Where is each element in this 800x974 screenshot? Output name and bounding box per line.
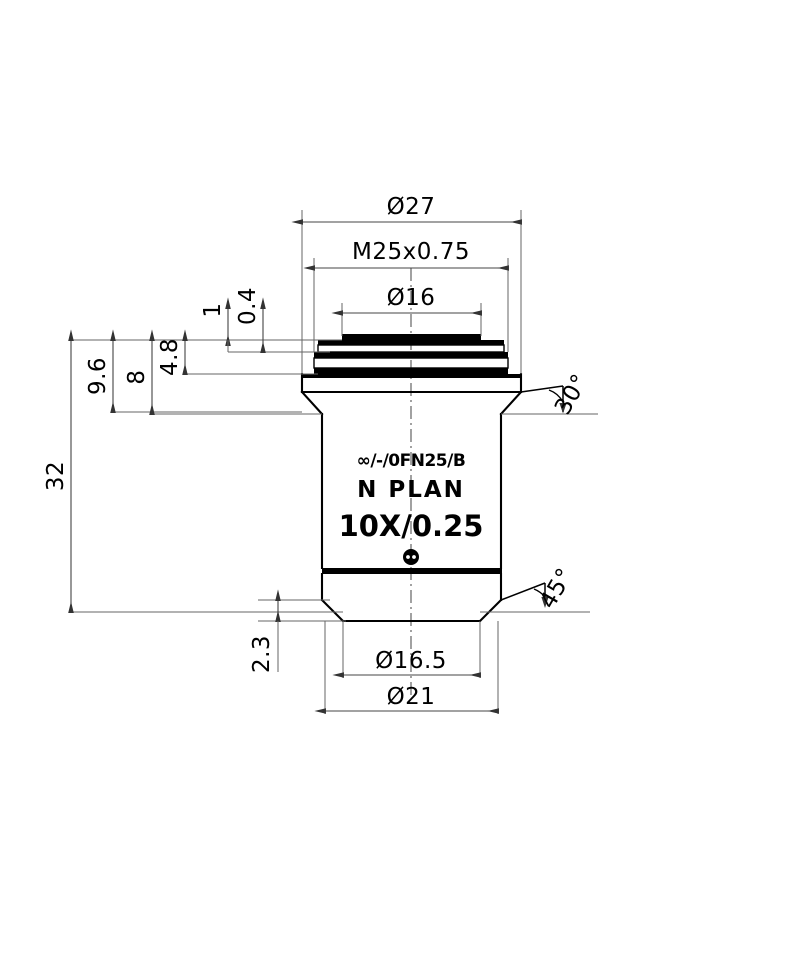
- dimension-len8: 8: [124, 329, 155, 415]
- dimension-len96: 9.6: [85, 329, 116, 413]
- main-barrel-sides: [320, 412, 503, 570]
- chamfer-45deg: [320, 598, 503, 623]
- dimension-thread-m25: M25x0.75: [303, 239, 509, 352]
- len8-label: 8: [124, 369, 150, 384]
- dia21-label: Ø21: [387, 684, 436, 710]
- ang45-arc: [533, 588, 546, 598]
- dimension-dia21: Ø21: [314, 621, 499, 714]
- engraving-line-series: N PLAN: [357, 477, 465, 503]
- flange-sides: [300, 372, 523, 394]
- barrel-engraving-group: ∞/-/0FN25/B N PLAN 10X/0.25: [339, 451, 484, 565]
- left-extension-lines: [71, 339, 346, 622]
- ang30-arc: [548, 389, 564, 403]
- len04-label: 0.4: [235, 287, 261, 325]
- color-ring-dot-right-icon: [412, 555, 416, 559]
- dia165-label: Ø16.5: [375, 648, 447, 674]
- thread-band-1: [318, 340, 504, 345]
- lens-body-geometry: [300, 334, 523, 623]
- len32-label: 32: [43, 461, 69, 491]
- ang45-label: 45°: [535, 564, 579, 614]
- len48-label: 4.8: [157, 338, 183, 376]
- color-ring-marker-icon: [403, 549, 419, 565]
- ang45-leader: [500, 582, 546, 601]
- flange-top-edge: [302, 374, 521, 378]
- top-lens-ring: [342, 334, 481, 340]
- ang30-label: 30°: [550, 370, 594, 420]
- dia16-label: Ø16: [387, 285, 436, 311]
- dimension-len48: 4.8: [157, 329, 188, 376]
- len96-label: 9.6: [85, 357, 111, 395]
- thread-band-2: [314, 352, 508, 358]
- engraving-line-infinity: ∞/-/0FN25/B: [357, 451, 466, 471]
- front-step-ring: [322, 568, 502, 574]
- dimension-len1: 1: [200, 297, 231, 352]
- ang30-arrowhead: [559, 403, 567, 414]
- len1-label: 1: [200, 302, 226, 317]
- dimension-dia27: Ø27: [291, 194, 522, 374]
- front-section-sides: [320, 572, 503, 602]
- dimension-len23: 2.3: [249, 589, 281, 673]
- dimension-len04: 0.4: [235, 287, 266, 353]
- len23-label: 2.3: [249, 635, 275, 673]
- engraving-line-magnification: 10X/0.25: [339, 509, 484, 543]
- chamfer-30deg: [300, 390, 523, 416]
- dia27-label: Ø27: [387, 194, 436, 220]
- m25-label: M25x0.75: [352, 239, 470, 265]
- dimension-dia16: Ø16: [331, 285, 482, 336]
- ang30-leader: [520, 385, 564, 393]
- thread-band-3: [314, 368, 508, 374]
- color-ring-dot-left-icon: [406, 555, 410, 559]
- dimension-dia165: Ø16.5: [332, 621, 481, 678]
- ang45-arrowhead: [541, 597, 549, 608]
- dimension-len32: 32: [43, 329, 74, 613]
